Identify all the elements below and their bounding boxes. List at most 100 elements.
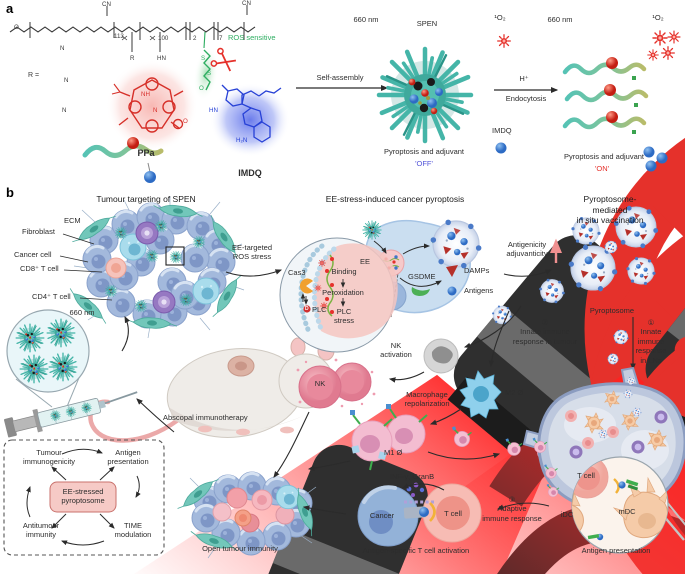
- nk-cells: [296, 358, 376, 409]
- innate-tumour-arrow-1: [463, 305, 522, 348]
- plc-label: PLC: [312, 305, 327, 314]
- mdc-cell: [612, 476, 668, 539]
- damps-label: DAMPs: [464, 266, 490, 275]
- imdq-blocked-label: IMDQ: [492, 126, 512, 135]
- atom-label: O: [183, 118, 188, 125]
- tumour-mass: [59, 196, 245, 339]
- nk-scene: [273, 338, 459, 478]
- atom-label: H₂N: [236, 137, 248, 144]
- ppa-label: PPa: [137, 148, 155, 158]
- pyroptosome-label: Pyroptosome: [589, 306, 635, 315]
- unimer-cartoon: [82, 137, 164, 183]
- off-state-label: 'OFF': [415, 159, 433, 168]
- mouse-to-tumour-arrow: [121, 316, 130, 352]
- spen-inset: [6, 309, 90, 410]
- node-cell: [565, 410, 577, 422]
- zoom-box: [165, 246, 185, 266]
- node-cell: [582, 437, 594, 449]
- cd8-label: CD8⁺ T cell: [20, 264, 59, 273]
- node-t-cell-label: T cell: [577, 471, 595, 480]
- tcell-to-tumour-arrow: [302, 505, 347, 515]
- fibroblast-label: Fibroblast: [22, 227, 55, 236]
- atom-label: S: [207, 70, 212, 77]
- cd4-label: CD4⁺ T cell: [32, 292, 71, 301]
- immune-cell: [192, 277, 220, 305]
- nk-to-tumour-arrow: [273, 411, 310, 478]
- nk-label: NK: [314, 379, 326, 388]
- atom-label: S: [201, 55, 206, 62]
- ros-particle: [652, 30, 668, 46]
- m1-macrophages: [350, 404, 428, 471]
- endocytosis-label: Endocytosis: [505, 94, 547, 103]
- cycle-arrows: [25, 448, 141, 546]
- pyroptosis-off-label: Pyroptosis and adjuvant: [383, 147, 465, 156]
- atom-label: R: [130, 55, 135, 62]
- antigenicity-arrow: [503, 269, 553, 277]
- o2-blocked-label: ¹O₂: [494, 13, 506, 22]
- node-cell-purple: [569, 445, 583, 459]
- gsdme-protein: [411, 287, 430, 296]
- atom-label: N: [64, 77, 69, 84]
- activated-chains: [562, 30, 685, 574]
- mhc-antigen-icon: [613, 478, 639, 494]
- on-state-label: 'ON': [594, 164, 610, 173]
- innate-tumour-label: ② Innate immune response in tumour: [512, 318, 578, 346]
- polymer-structure: [9, 5, 290, 183]
- ros-linker-stem: [203, 31, 206, 49]
- pyroptosis-scene: [279, 218, 471, 353]
- gsdme-label: GSDME: [408, 272, 436, 281]
- adaptive-arrow: [496, 502, 550, 510]
- m1-label: M1 Ø: [384, 448, 403, 457]
- cas3-icon: [299, 278, 313, 294]
- ros-on-membrane: [314, 257, 334, 314]
- label-pointer-lines: [59, 233, 113, 301]
- atom-label: O: [199, 85, 204, 92]
- atom-label: CN: [242, 0, 251, 7]
- ppa-glow: [106, 60, 198, 152]
- tcell-activation-scene: [302, 482, 482, 547]
- peroxidation-label: Peroxidation: [322, 288, 364, 297]
- ros-particle: [667, 30, 681, 44]
- idc-label: iDC: [560, 510, 574, 519]
- macrophage-scene: [307, 370, 551, 471]
- ppa-structure: [111, 77, 184, 133]
- atom-label: HN: [157, 55, 166, 62]
- antigen-icon: [447, 286, 457, 296]
- antigen-presentation-caption: Antigen presentation: [581, 546, 651, 555]
- cancer-cell-label: Cancer cell: [14, 250, 52, 259]
- imdq-glow: [210, 83, 290, 157]
- cas3-label: Cas3: [288, 268, 306, 277]
- node-cell: [607, 426, 619, 438]
- cycle-box: [3, 439, 165, 556]
- open-tumour: [175, 470, 319, 559]
- abscopal-label: Abscopal immunotherapy: [163, 413, 248, 422]
- targeting-title: Tumour targeting of SPEN: [96, 194, 196, 204]
- cycle-antigen-presentation: Antigen presentation: [107, 448, 149, 467]
- cd4-cell: [135, 221, 176, 314]
- cycle-tumour-immunogenicity: Tumour immunogenicity: [22, 448, 76, 467]
- self-assembly-label: Self-assembly: [316, 73, 364, 82]
- ee-stressed-pyroptosome-label: EE-stressed pyroptosome: [61, 487, 105, 506]
- atom-label: N: [153, 107, 158, 114]
- atom-label: 2: [193, 35, 197, 42]
- atom-label: N: [60, 45, 65, 52]
- innate-lns-label: ① Innate immune response in LNs: [635, 318, 667, 365]
- imdq-label: IMDQ: [238, 168, 262, 178]
- laser3-label: 660 nm: [69, 308, 95, 317]
- mhc-antigen-icon-2: [587, 533, 604, 541]
- ee-ros-label: EE-targeted ROS stress: [231, 243, 273, 262]
- atom-label: NH: [141, 91, 150, 98]
- nk-activation-label: NK activation: [380, 341, 412, 360]
- adaptive-label: ③ Adaptive immune response: [482, 495, 542, 523]
- polymer-pendants: [121, 32, 161, 52]
- innate-tumour-arrow-2: [488, 310, 510, 368]
- quencher-dots: [632, 76, 638, 134]
- atom-label: R =: [28, 72, 40, 79]
- antigens-label: Antigens: [464, 286, 494, 295]
- h-plus-label: H⁺: [519, 74, 529, 83]
- plc-d-badge: [303, 305, 311, 313]
- nk-activation-arrow: [388, 371, 425, 383]
- ee-label: EE: [360, 257, 371, 266]
- pyroptosis-on-label: Pyroptosis and adjuvant: [563, 152, 645, 161]
